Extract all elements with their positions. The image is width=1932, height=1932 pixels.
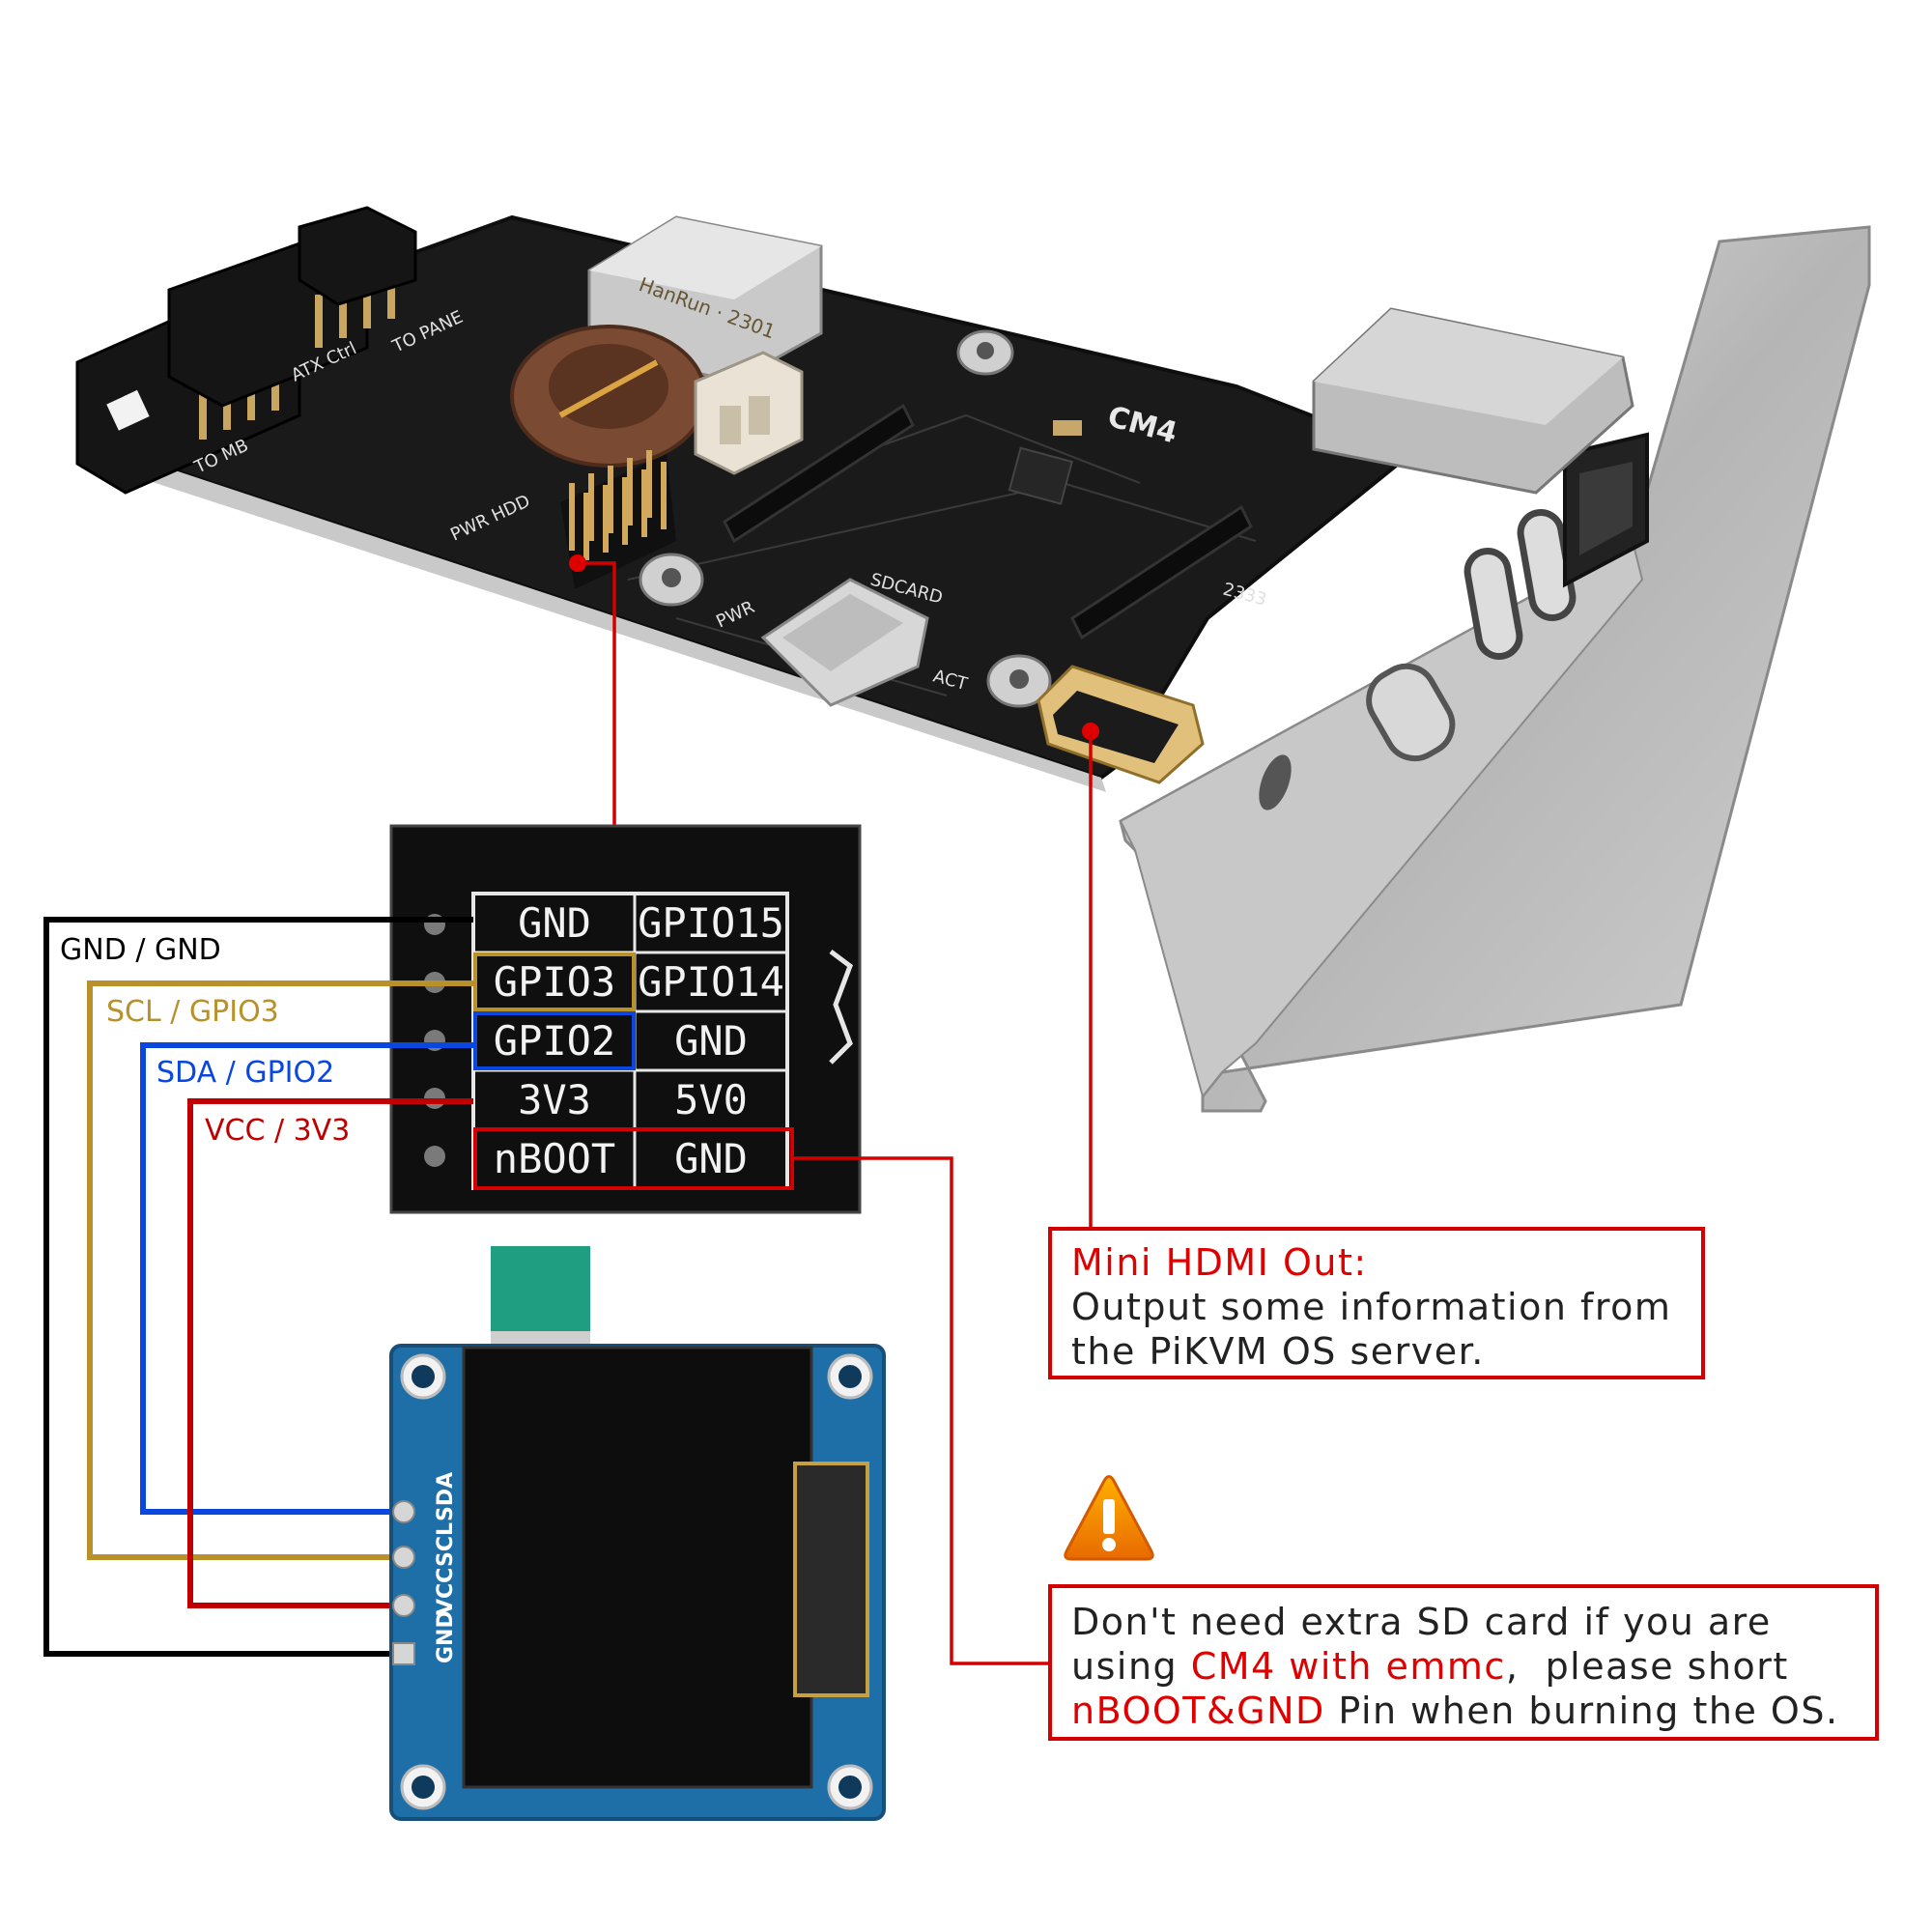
highlight-gpio2	[473, 1011, 636, 1070]
pin-r5-left: nBOOT	[494, 1135, 615, 1182]
oled-pin-gnd: GND	[434, 1610, 458, 1663]
emmc-callout: Don't need extra SD card if you are usin…	[1048, 1584, 1879, 1741]
pin-r1-right: GPIO15	[638, 899, 784, 947]
wire-label-vcc: VCC / 3V3	[205, 1114, 350, 1148]
wire-sda	[140, 1042, 473, 1515]
wire-vcc	[187, 1098, 473, 1608]
oled-pin-scl: SCL	[434, 1522, 458, 1567]
oled-flex-cable	[491, 1246, 590, 1348]
mini-hdmi-port-bracket	[1366, 663, 1456, 762]
gpio-pointer-line	[578, 561, 616, 826]
cm4-connector-2	[1070, 504, 1253, 640]
pin-r1-left: GND	[518, 899, 591, 947]
pin-r3-right: GND	[674, 1017, 748, 1065]
highlight-gpio3	[473, 952, 636, 1011]
pin-r4-left: 3V3	[518, 1076, 591, 1123]
emmc-line3-post: Pin when burning the OS.	[1324, 1690, 1839, 1732]
wire-scl	[87, 980, 473, 1560]
coin-cell-holder	[510, 325, 707, 468]
standoffs	[639, 329, 1052, 708]
emmc-line2-post: , please short	[1505, 1645, 1789, 1688]
wire-label-scl: SCL / GPIO3	[106, 995, 279, 1029]
power-connector	[694, 351, 804, 475]
pcie-bracket	[1119, 225, 1871, 1113]
gpio-header	[560, 450, 676, 589]
top-connector	[298, 206, 417, 306]
pin-zoom-box: GND GPIO15 GPIO3 GPIO14 GPIO2 GND 3V3 5V…	[389, 824, 862, 1214]
oled-pin-sda: SDA	[434, 1472, 458, 1521]
pin-r3-left: GPIO2	[494, 1017, 615, 1065]
pin-r2-right: GPIO14	[638, 958, 784, 1006]
hdmi-callout-line1: Output some information from	[1071, 1286, 1672, 1328]
usbc-port-1	[1463, 548, 1523, 660]
oled-module: GND VCC SCL SDA	[389, 1246, 886, 1821]
emmc-callout-line3: nBOOT&GND Pin when burning the OS.	[1071, 1689, 1856, 1733]
oled-screen	[462, 1346, 813, 1789]
emmc-callout-line1: Don't need extra SD card if you are	[1071, 1601, 1772, 1643]
cm4-connector-1	[723, 403, 915, 544]
sdcard-slot	[760, 578, 929, 707]
warning-icon	[1064, 1475, 1154, 1561]
mini-hdmi-port	[1037, 665, 1205, 784]
pin1-marker-icon	[829, 950, 853, 1065]
pin-r5-right: GND	[674, 1135, 748, 1182]
hdmi-callout: Mini HDMI Out: Output some information f…	[1048, 1227, 1705, 1379]
oled-ribbon-bend	[793, 1462, 869, 1697]
emmc-line3-highlight: nBOOT&GND	[1071, 1690, 1325, 1732]
emmc-line2-highlight: CM4 with emmc	[1190, 1645, 1506, 1688]
oled-pin-vcc: VCC	[434, 1568, 458, 1615]
nboot-pointer-line	[792, 1156, 1048, 1665]
hdmi-callout-title: Mini HDMI Out:	[1071, 1241, 1368, 1284]
emmc-callout-line2: using CM4 with emmc, please short	[1071, 1644, 1856, 1689]
emmc-line2-pre: using	[1071, 1645, 1191, 1688]
pin-r2-left: GPIO3	[494, 958, 615, 1006]
pin-r4-right: 5V0	[674, 1076, 748, 1123]
hdmi-callout-line2: the PiKVM OS server.	[1071, 1330, 1485, 1373]
wires	[43, 917, 473, 1657]
wire-gnd	[43, 917, 473, 1657]
silk-r1: 2333	[1221, 580, 1269, 611]
wire-label-sda: SDA / GPIO2	[156, 1056, 334, 1090]
rj45-housing	[1312, 307, 1634, 495]
wire-label-gnd: GND / GND	[60, 933, 221, 967]
